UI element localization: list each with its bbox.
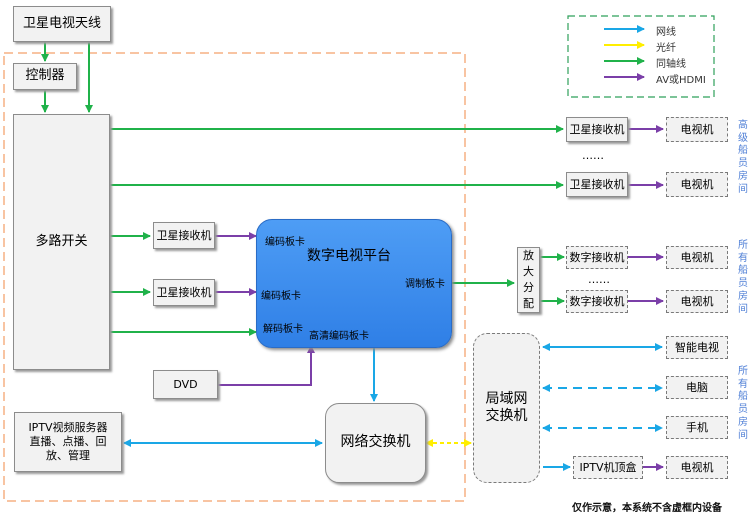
phone: 手机: [666, 416, 728, 439]
satellite-receiver-1: 卫星接收机: [153, 222, 215, 249]
controller: 控制器: [13, 63, 77, 90]
satellite-antenna: 卫星电视天线: [13, 6, 111, 42]
tv-2: 电视机: [666, 172, 728, 197]
card-modulate: 调制板卡: [405, 279, 445, 290]
legend-label-av: AV或HDMI: [656, 75, 706, 86]
tv-1: 电视机: [666, 117, 728, 142]
legend-label-coax: 同轴线: [656, 59, 686, 70]
footnote: 仅作示意，本系统不含虚框内设备: [572, 503, 722, 514]
legend-label-network: 网线: [656, 27, 676, 38]
tv-3: 电视机: [666, 246, 728, 269]
computer: 电脑: [666, 376, 728, 399]
satellite-receiver-2: 卫星接收机: [153, 279, 215, 306]
system-frame: [3, 52, 466, 502]
platform-title: 数字电视平台: [307, 248, 391, 264]
ellipsis-mid: ……: [588, 273, 610, 286]
smart-tv: 智能电视: [666, 336, 728, 359]
dvd-player: DVD: [153, 370, 218, 399]
digital-tv-platform: 编码板卡 编码板卡 解码板卡 高清编码板卡 调制板卡 数字电视平台: [256, 219, 452, 348]
card-hd-encode: 高清编码板卡: [309, 331, 369, 342]
satellite-receiver-3: 卫星接收机: [566, 117, 628, 142]
side-label-all-crew-2: 所有船员房间: [738, 366, 748, 441]
iptv-server: IPTV视频服务器 直播、点播、回放、管理: [14, 412, 122, 472]
lan-switch: 局域网 交换机: [473, 333, 540, 483]
digital-receiver-1: 数字接收机: [566, 246, 628, 269]
network-switch: 网络交换机: [325, 403, 426, 483]
digital-receiver-2: 数字接收机: [566, 290, 628, 313]
iptv-set-top-box: IPTV机顶盒: [573, 456, 643, 479]
side-label-all-crew-1: 所有船员房间: [738, 240, 748, 315]
tv-4: 电视机: [666, 290, 728, 313]
legend-label-fiber: 光纤: [656, 43, 676, 54]
card-decode: 解码板卡: [263, 324, 303, 335]
satellite-receiver-4: 卫星接收机: [566, 172, 628, 197]
tv-5: 电视机: [666, 456, 728, 479]
card-encode-2: 编码板卡: [261, 291, 301, 302]
amplifier-distributor: 放大分配: [517, 247, 540, 313]
ellipsis-top: ……: [582, 149, 604, 162]
side-label-senior-crew: 高级船员房间: [738, 120, 748, 195]
multiswitch: 多路开关: [13, 114, 110, 370]
card-encode-1: 编码板卡: [265, 237, 305, 248]
